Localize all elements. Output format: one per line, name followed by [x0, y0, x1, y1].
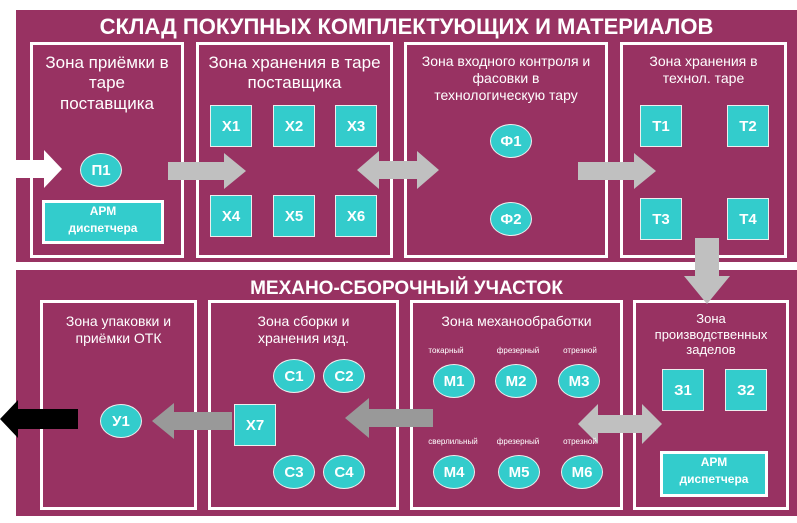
zone-wip: Зона производственных заделов	[633, 300, 789, 510]
item-m3[interactable]: М3	[558, 364, 600, 398]
arrow-left-icon	[152, 403, 232, 439]
item-x7[interactable]: Х7	[234, 404, 276, 446]
machine-label: фрезерный	[496, 437, 540, 446]
zone-machining: Зона механообработки	[410, 300, 623, 510]
arm-label: диспетчера	[68, 221, 138, 235]
item-f2[interactable]: Ф2	[490, 202, 532, 236]
item-z2[interactable]: З2	[725, 369, 767, 411]
item-x5[interactable]: Х5	[273, 195, 315, 237]
item-x3[interactable]: Х3	[335, 105, 377, 147]
zone-supplier-storage: Зона хранения в таре поставщика	[196, 42, 393, 258]
zone-title: Зона входного контроля и фасовки в техно…	[421, 53, 591, 103]
machine-label: отрезной	[563, 346, 597, 355]
arrow-right-icon	[168, 153, 246, 189]
arrow-down-icon	[684, 238, 730, 304]
zone-title: Зона упаковки и приёмки ОТК	[65, 313, 172, 346]
arm-label: диспетчера	[679, 472, 749, 486]
zone-title: Зона механообработки	[441, 313, 592, 329]
item-c3[interactable]: С3	[273, 455, 315, 489]
zone-inspection: Зона входного контроля и фасовки в техно…	[404, 42, 608, 258]
zone-title: Зона сборки и хранения изд.	[257, 313, 350, 346]
item-x6[interactable]: Х6	[335, 195, 377, 237]
zone-title: Зона приёмки в таре поставщика	[45, 53, 169, 113]
zone-title: Зона производственных заделов	[654, 311, 768, 358]
item-c2[interactable]: С2	[323, 359, 365, 393]
item-x4[interactable]: Х4	[210, 195, 252, 237]
zone-assembly: Зона сборки и хранения изд.	[208, 300, 399, 510]
item-m4[interactable]: М4	[433, 455, 475, 489]
item-z1[interactable]: З1	[662, 369, 704, 411]
zone-title: Зона хранения в таре поставщика	[208, 53, 381, 93]
item-m2[interactable]: М2	[495, 364, 537, 398]
item-x1[interactable]: Х1	[210, 105, 252, 147]
item-m5[interactable]: М5	[498, 455, 540, 489]
machine-label: отрезной	[563, 437, 597, 446]
item-t4[interactable]: Т4	[727, 198, 769, 240]
item-p1[interactable]: П1	[80, 153, 122, 187]
arrow-double-icon	[578, 404, 662, 444]
item-x2[interactable]: Х2	[273, 105, 315, 147]
item-t3[interactable]: Т3	[640, 198, 682, 240]
item-f1[interactable]: Ф1	[490, 124, 532, 158]
arrow-left-icon	[345, 398, 433, 438]
item-c1[interactable]: С1	[273, 359, 315, 393]
machine-label: токарный	[428, 346, 464, 355]
arm-dispatcher-bottom[interactable]: АРМ диспетчера	[660, 451, 768, 497]
arrow-right-icon	[578, 153, 656, 189]
arm-label: АРМ	[700, 455, 728, 469]
item-m6[interactable]: М6	[561, 455, 603, 489]
item-t2[interactable]: Т2	[727, 105, 769, 147]
item-u1[interactable]: У1	[100, 404, 142, 438]
item-c4[interactable]: С4	[323, 455, 365, 489]
arrow-in-icon	[0, 150, 62, 188]
machine-label: сверлильный	[428, 437, 478, 446]
zone-title: Зона хранения в технол. таре	[649, 53, 758, 86]
workshop-title: МЕХАНО-СБОРОЧНЫЙ УЧАСТОК	[250, 278, 563, 299]
item-m1[interactable]: М1	[433, 364, 475, 398]
machine-label: фрезерный	[496, 346, 540, 355]
arm-label: АРМ	[89, 204, 117, 218]
arrow-out-icon	[0, 400, 78, 438]
arrow-double-icon	[357, 151, 439, 189]
arm-dispatcher-top[interactable]: АРМ диспетчера	[42, 200, 164, 244]
zone-receiving: Зона приёмки в таре поставщика	[30, 42, 184, 258]
item-t1[interactable]: Т1	[640, 105, 682, 147]
warehouse-title: СКЛАД ПОКУПНЫХ КОМПЛЕКТУЮЩИХ И МАТЕРИАЛО…	[99, 14, 714, 39]
zone-packing: Зона упаковки и приёмки ОТК	[40, 300, 197, 510]
